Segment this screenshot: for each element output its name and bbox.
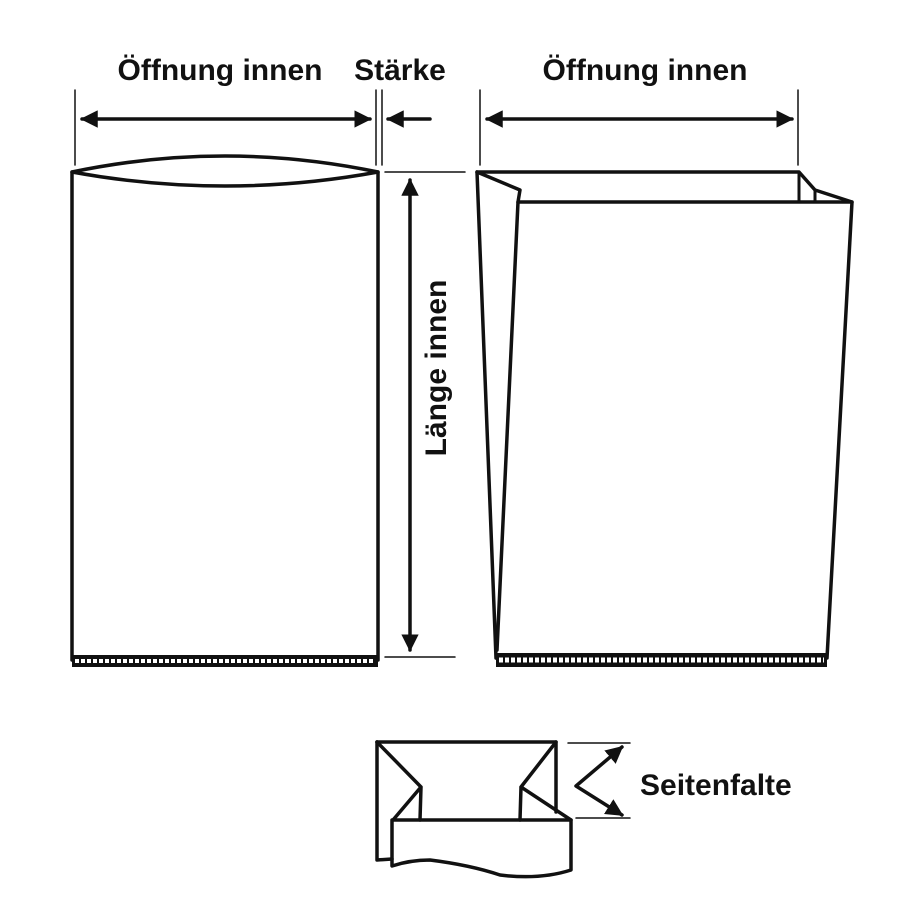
- flat-bag: [70, 154, 380, 667]
- opening-dimension-right: [479, 89, 799, 166]
- opening-width-label-right: Öffnung innen: [543, 54, 748, 87]
- thickness-label: Stärke: [354, 54, 446, 87]
- gusset-detail: [375, 740, 631, 879]
- gusset-bag: [475, 170, 854, 667]
- opening-width-label-left: Öffnung innen: [118, 54, 323, 87]
- length-dimension: [384, 171, 466, 658]
- length-label: Länge innen: [420, 280, 453, 457]
- opening-dimension-left: [74, 89, 377, 166]
- thickness-dimension: [381, 89, 432, 166]
- gusset-label: Seitenfalte: [640, 769, 792, 802]
